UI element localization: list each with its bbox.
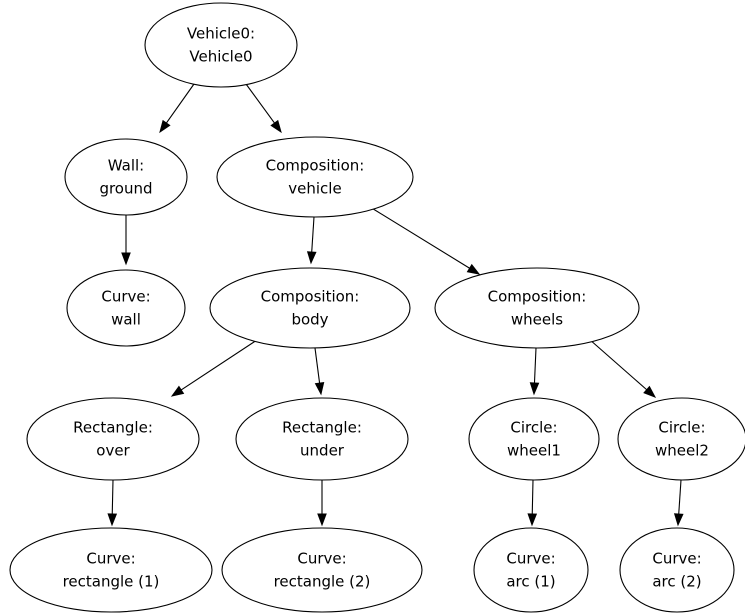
graph-node[interactable]: Curve: arc (1) [473, 527, 589, 613]
graph-node[interactable]: Vehicle0: Vehicle0 [144, 2, 298, 88]
graph-edge [170, 339, 258, 397]
node-label-line2: wheel1 [507, 442, 561, 460]
node-ellipse[interactable] [434, 267, 640, 349]
graph-node[interactable]: Wall: ground [64, 138, 188, 216]
graph-edge [107, 479, 118, 527]
graph-node[interactable]: Composition: wheels [434, 267, 640, 349]
node-label-line1: Rectangle: [73, 419, 153, 437]
node-label-line1: Curve: [86, 550, 135, 568]
graph-edge [245, 83, 282, 134]
node-label-line1: Circle: [510, 419, 557, 437]
node-label-line2: wheel2 [655, 442, 709, 460]
graph-node[interactable]: Curve: rectangle (1) [9, 527, 213, 613]
node-label-line1: Curve: [652, 550, 701, 568]
graph-edge [529, 347, 540, 396]
node-ellipse[interactable] [473, 527, 589, 613]
graph-node[interactable]: Curve: wall [66, 269, 186, 347]
node-ellipse[interactable] [619, 527, 735, 613]
graph-node[interactable]: Circle: wheel1 [468, 397, 600, 481]
node-ellipse[interactable] [468, 397, 600, 481]
graph-node[interactable]: Curve: arc (2) [619, 527, 735, 613]
node-label-line1: Composition: [266, 157, 365, 175]
node-label-line2: wall [111, 311, 141, 329]
graph-node[interactable]: Rectangle: under [235, 397, 409, 481]
node-label-line1: Circle: [658, 419, 705, 437]
graph-node[interactable]: Curve: rectangle (2) [221, 527, 423, 613]
nodes-layer: Vehicle0:Vehicle0Wall:groundComposition:… [9, 2, 745, 613]
node-label-line1: Composition: [261, 288, 360, 306]
node-ellipse[interactable] [26, 397, 200, 481]
node-label-line2: arc (2) [652, 573, 701, 591]
node-ellipse[interactable] [64, 138, 188, 216]
graph-edge [121, 215, 131, 266]
node-label-line2: rectangle (2) [274, 573, 371, 591]
node-ellipse[interactable] [617, 397, 745, 481]
node-label-line2: vehicle [288, 180, 341, 198]
node-label-line1: Composition: [488, 288, 587, 306]
node-label-line1: Vehicle0: [187, 25, 255, 43]
edges-layer [107, 83, 684, 527]
graph-edge [527, 479, 538, 527]
graph-edge [317, 480, 327, 527]
node-label-line1: Curve: [297, 550, 346, 568]
node-label-line1: Curve: [101, 288, 150, 306]
node-label-line1: Wall: [108, 157, 144, 175]
node-ellipse[interactable] [144, 2, 298, 88]
graph-node[interactable]: Circle: wheel2 [617, 397, 745, 481]
graph-edge [314, 347, 325, 396]
graph-edge [159, 83, 195, 134]
node-label-line1: Curve: [506, 550, 555, 568]
graph-node[interactable]: Composition: vehicle [216, 136, 414, 218]
graph-node[interactable]: Composition: body [209, 267, 411, 349]
node-label-line2: ground [99, 180, 152, 198]
graph-edge [306, 216, 317, 265]
node-ellipse[interactable] [235, 397, 409, 481]
node-label-line2: body [291, 311, 328, 329]
node-ellipse[interactable] [66, 269, 186, 347]
graph-edge [369, 206, 481, 275]
node-ellipse[interactable] [221, 527, 423, 613]
node-label-line1: Rectangle: [282, 419, 362, 437]
node-label-line2: rectangle (1) [63, 573, 160, 591]
node-label-line2: under [300, 442, 345, 460]
graph-edge [588, 338, 657, 398]
node-label-line2: over [96, 442, 130, 460]
node-label-line2: wheels [511, 311, 563, 329]
graph-node[interactable]: Rectangle: over [26, 397, 200, 481]
graph-edge [673, 479, 684, 527]
node-ellipse[interactable] [9, 527, 213, 613]
node-ellipse[interactable] [209, 267, 411, 349]
node-label-line2: Vehicle0 [189, 48, 252, 66]
node-ellipse[interactable] [216, 136, 414, 218]
node-label-line2: arc (1) [506, 573, 555, 591]
